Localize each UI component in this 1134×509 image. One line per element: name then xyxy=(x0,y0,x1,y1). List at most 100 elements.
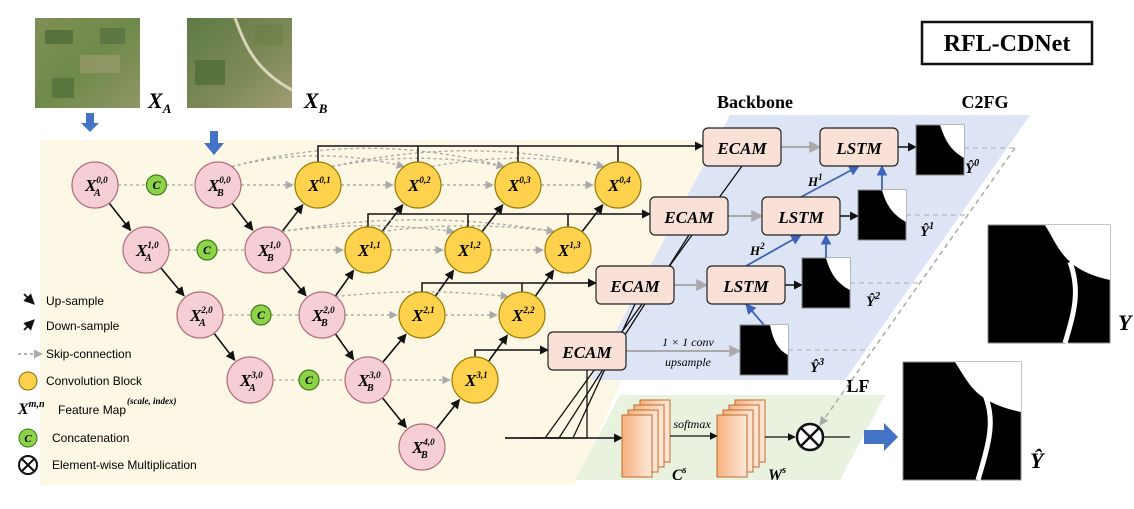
svg-text:X0,3: X0,3 xyxy=(507,175,531,195)
svg-text:ECAM: ECAM xyxy=(609,277,660,296)
ground-truth-label: Y xyxy=(1118,310,1134,335)
feature-node-x22: X2,2 xyxy=(498,291,546,339)
ecam-2: ECAM xyxy=(595,265,675,305)
concat-icon xyxy=(196,239,218,261)
svg-text:X1,0A: X1,0A xyxy=(135,240,159,264)
lf-label: LF xyxy=(846,376,869,396)
legend-down-text: Down-sample xyxy=(46,319,120,333)
feature-node-x11: X1,1 xyxy=(344,226,392,274)
input-label-a: XA xyxy=(147,88,172,116)
down-edge xyxy=(160,267,185,297)
svg-text:X0,0B: X0,0B xyxy=(207,175,231,199)
ws-stack xyxy=(716,399,766,478)
svg-text:LSTM: LSTM xyxy=(722,277,769,296)
svg-text:X0,2: X0,2 xyxy=(407,175,431,195)
legend-mult-text: Element-wise Multiplication xyxy=(52,458,197,472)
svg-text:LSTM: LSTM xyxy=(835,139,882,158)
svg-text:X3,0A: X3,0A xyxy=(239,370,263,394)
hidden-flow-0 xyxy=(800,165,860,198)
legend-feat-symbol: Xm,n xyxy=(17,399,45,418)
svg-text:X0,4: X0,4 xyxy=(607,175,631,195)
backbone-label: Backbone xyxy=(717,92,793,112)
c2fg-region xyxy=(590,115,1030,380)
up-edge xyxy=(334,269,355,297)
svg-text:X1,2: X1,2 xyxy=(457,240,481,260)
input-label-b: XB xyxy=(303,88,328,116)
svg-text:X2,1: X2,1 xyxy=(411,305,435,325)
legend-feat-note: (scale, index) xyxy=(127,396,177,406)
hidden-flow-1 xyxy=(745,234,802,267)
feature-node-x12: X1,2 xyxy=(444,226,492,274)
svg-text:LSTM: LSTM xyxy=(777,208,824,227)
pred-label-3: Ŷ3 xyxy=(810,357,824,376)
feature-node-x03: X0,3 xyxy=(494,161,542,209)
concat-symbol: C xyxy=(305,373,314,387)
legend-down-icon xyxy=(23,319,35,331)
tap-to-ecam-3 xyxy=(474,345,549,357)
svg-text:X0,1: X0,1 xyxy=(307,175,331,195)
feature-node-x31: X3,1 xyxy=(451,356,499,404)
feature-node-x01: X0,1 xyxy=(294,161,342,209)
svg-text:X1,3: X1,3 xyxy=(557,240,581,260)
legend-concat-text: Concatenation xyxy=(52,431,129,445)
pred-to-mult-dashed xyxy=(819,147,1016,426)
ground-truth-map xyxy=(987,224,1111,344)
final-output-label: Ŷ xyxy=(1030,448,1046,473)
final-output-map xyxy=(902,361,1022,481)
title: RFL-CDNet xyxy=(944,31,1071,57)
input-arrow-a xyxy=(81,113,99,132)
concat-symbol: C xyxy=(203,243,212,257)
lstm-1: LSTM xyxy=(761,196,841,236)
concat-symbol: C xyxy=(152,178,161,192)
svg-text:X2,0A: X2,0A xyxy=(189,305,213,329)
pred-map-0 xyxy=(915,124,965,176)
legend-conv-text: Convolution Block xyxy=(46,374,143,388)
input-arrow-b xyxy=(204,131,224,155)
tap-to-ecam-0 xyxy=(317,141,704,162)
down-edge xyxy=(213,332,236,361)
hidden-state-2: H2 xyxy=(749,241,765,258)
title-box xyxy=(920,20,1094,66)
pred-label-1: Ŷ1 xyxy=(920,221,934,240)
pred-label-2: Ŷ2 xyxy=(866,291,880,310)
svg-text:X2,0B: X2,0B xyxy=(311,305,335,329)
up-edge xyxy=(435,398,461,430)
down-edge xyxy=(381,397,407,429)
concat-icon xyxy=(145,174,168,196)
multiply-icon xyxy=(795,422,825,452)
svg-text:X3,1: X3,1 xyxy=(464,370,488,390)
svg-text:X3,0B: X3,0B xyxy=(357,370,381,394)
legend-skip-text: Skip-connection xyxy=(46,347,131,361)
cs-label: Cs xyxy=(672,465,687,484)
concat-icon xyxy=(250,304,272,326)
hidden-state-1: H1 xyxy=(807,172,823,189)
down-edge xyxy=(334,333,355,361)
pred-map-2 xyxy=(801,257,851,309)
ecam-3: ECAM xyxy=(547,331,627,371)
feature-node-x21: X2,1 xyxy=(398,291,446,339)
svg-text:X1,0B: X1,0B xyxy=(257,240,281,264)
softmax-label: softmax xyxy=(673,417,711,431)
lstm-0: LSTM xyxy=(819,127,899,167)
ecam-0: ECAM xyxy=(702,127,782,167)
up-edge xyxy=(581,204,604,233)
up-edge xyxy=(281,204,304,233)
up-edge xyxy=(381,204,404,233)
feature-node-x04: X0,4 xyxy=(594,161,642,209)
input-image-a xyxy=(35,18,140,108)
feature-node-x13: X1,3 xyxy=(544,226,592,274)
lstm-2: LSTM xyxy=(706,265,786,305)
legend-up-icon xyxy=(23,293,35,305)
concat-symbol: C xyxy=(257,308,266,322)
